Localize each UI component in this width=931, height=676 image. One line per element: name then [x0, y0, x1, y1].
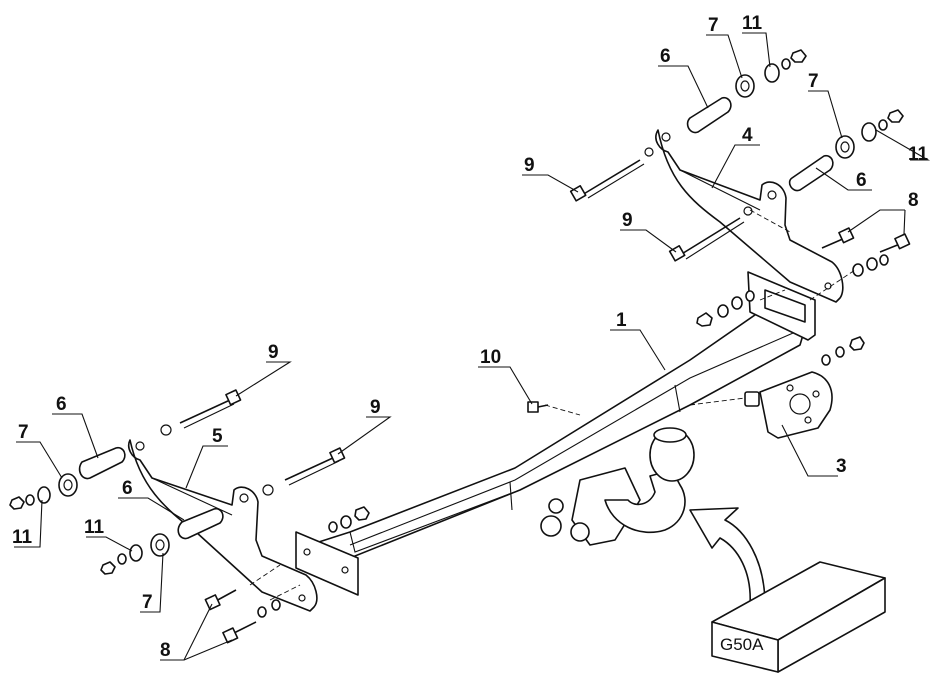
- callout-11-top: 11: [742, 13, 763, 34]
- callout-labels: 1 3 4 5 6 6 6 6 7 7 7 7 8 8 9 9 9 9 10 1…: [12, 13, 929, 661]
- cross-beam-part-1: [295, 271, 816, 596]
- callout-11-left: 11: [12, 527, 33, 548]
- callout-9-left-lower: 9: [370, 397, 381, 418]
- box-label: G50A: [720, 635, 764, 654]
- callout-9-top: 9: [524, 155, 535, 176]
- callout-9-mid: 9: [622, 210, 633, 231]
- callout-8-left: 8: [160, 640, 171, 661]
- spacer-tubes: [78, 96, 834, 540]
- callout-6-lower: 6: [122, 478, 133, 499]
- side-bracket-part-5: [127, 439, 318, 612]
- side-bracket-part-4: [655, 129, 844, 303]
- callout-7-right: 7: [808, 71, 819, 92]
- callout-11-right: 11: [908, 144, 929, 165]
- callout-6-top: 6: [660, 46, 671, 67]
- callout-9-left-upper: 9: [268, 342, 279, 363]
- curved-arrow-icon: [689, 507, 766, 606]
- callout-5: 5: [212, 426, 223, 447]
- callout-4: 4: [742, 125, 753, 146]
- callout-10: 10: [480, 347, 501, 368]
- callout-6-right: 6: [856, 170, 867, 191]
- socket-plate-part-3: [689, 371, 833, 439]
- g50a-box: G50A: [711, 561, 886, 673]
- callout-7-lower: 7: [142, 592, 153, 613]
- callout-3: 3: [836, 456, 847, 477]
- leader-lines: [14, 32, 931, 661]
- callout-1: 1: [616, 310, 627, 331]
- callout-7-top: 7: [708, 15, 719, 36]
- washers-and-nuts: [9, 49, 904, 618]
- assembly-lines: [249, 209, 856, 601]
- tow-ball-assembly: [540, 404, 695, 546]
- callout-7-left: 7: [18, 422, 29, 443]
- callout-8-right: 8: [908, 190, 919, 211]
- callout-6-left: 6: [56, 394, 67, 415]
- callout-11-lower: 11: [84, 517, 105, 538]
